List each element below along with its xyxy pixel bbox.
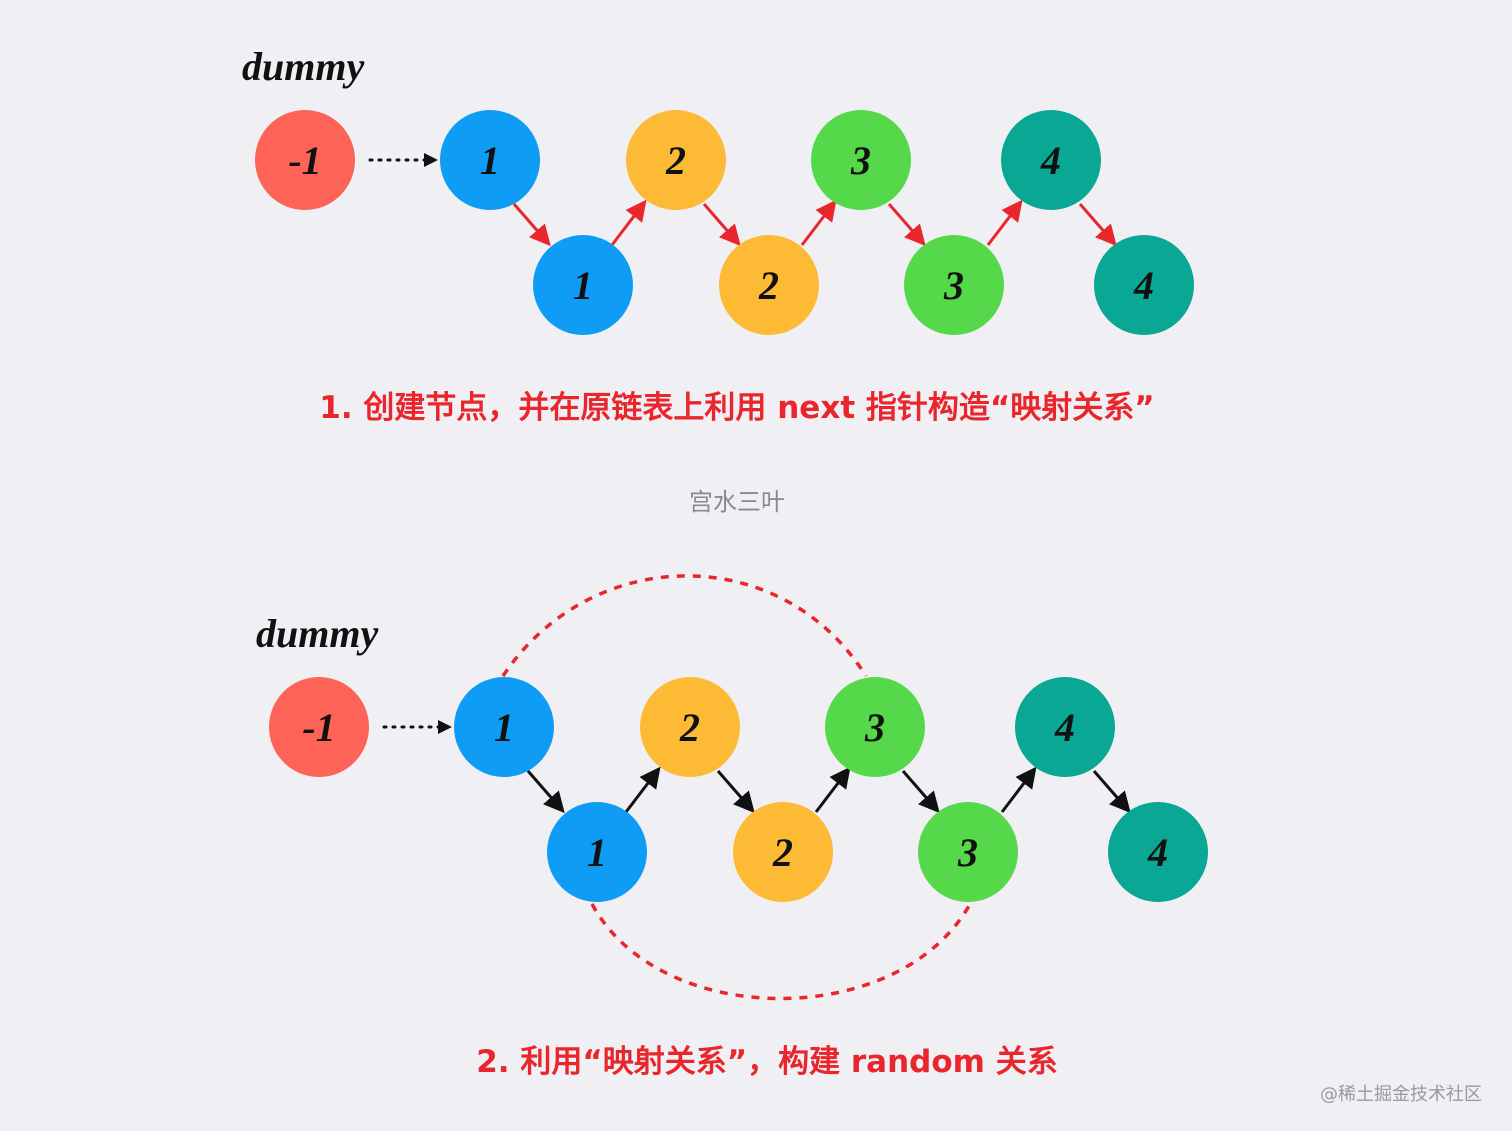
step2-panel: dummy -1 1 1 2 2 3 3 4 4 2. 利用“ xyxy=(256,574,1208,1080)
step2-next-arrow xyxy=(716,770,755,814)
step1-next-arrow xyxy=(702,203,741,247)
step1-original-node-1 xyxy=(440,110,540,210)
step2-random-link-copy xyxy=(590,903,972,1001)
step1-next-arrow xyxy=(1078,203,1117,247)
step1-panel: dummy -1 1 1 2 2 3 3 4 4 1. 创建节点，并在原链表上利… xyxy=(242,44,1194,426)
step2-original-node-1-value: 1 xyxy=(494,705,514,750)
step2-random-link-original xyxy=(501,574,868,677)
step2-copy-node-2 xyxy=(733,802,833,902)
step1-dummy-label: dummy xyxy=(242,44,364,89)
site-footer: @稀土掘金技术社区 xyxy=(1320,1084,1482,1105)
step2-copy-node-1-value: 1 xyxy=(587,830,607,875)
step1-original-node-3-value: 3 xyxy=(850,138,871,183)
step2-copy-node-4-value: 4 xyxy=(1147,830,1168,875)
step1-next-arrow xyxy=(986,199,1023,246)
step1-next-arrow xyxy=(800,199,837,246)
step1-copy-node-3 xyxy=(904,235,1004,335)
step1-copy-node-2-value: 2 xyxy=(758,263,779,308)
step2-original-node-4-value: 4 xyxy=(1054,705,1075,750)
step1-next-arrow xyxy=(887,203,926,247)
step1-copy-node-4 xyxy=(1094,235,1194,335)
step1-next-arrow xyxy=(610,199,647,246)
step2-next-arrow xyxy=(814,766,851,813)
step1-dummy-node xyxy=(255,110,355,210)
step1-copy-node-1-value: 1 xyxy=(573,263,593,308)
step1-copy-node-1 xyxy=(533,235,633,335)
step2-copy-node-4 xyxy=(1108,802,1208,902)
step1-dummy-pointer-head xyxy=(424,153,438,167)
step2-original-node-2-value: 2 xyxy=(679,705,700,750)
step1-original-node-3 xyxy=(811,110,911,210)
step2-dummy-label: dummy xyxy=(256,611,378,656)
step2-next-arrow xyxy=(1092,770,1131,814)
step2-copy-node-1 xyxy=(547,802,647,902)
step1-caption: 1. 创建节点，并在原链表上利用 next 指针构造“映射关系” xyxy=(319,390,1154,426)
step1-original-node-2-value: 2 xyxy=(665,138,686,183)
step1-copy-node-3-value: 3 xyxy=(943,263,964,308)
step2-original-node-3 xyxy=(825,677,925,777)
step2-copy-node-3-value: 3 xyxy=(957,830,978,875)
step1-original-node-1-value: 1 xyxy=(480,138,500,183)
step2-original-node-4 xyxy=(1015,677,1115,777)
step2-dummy-node xyxy=(269,677,369,777)
step2-next-arrow xyxy=(901,770,940,814)
step1-next-arrow xyxy=(512,203,551,247)
step2-next-arrow xyxy=(1000,766,1037,813)
step1-copy-node-2 xyxy=(719,235,819,335)
step2-copy-node-3 xyxy=(918,802,1018,902)
author-watermark: 宫水三叶 xyxy=(689,488,785,516)
step2-next-arrow xyxy=(526,770,565,814)
step1-original-node-4 xyxy=(1001,110,1101,210)
step1-copy-node-4-value: 4 xyxy=(1133,263,1154,308)
step2-original-node-1 xyxy=(454,677,554,777)
step2-dummy-pointer-head xyxy=(438,720,452,734)
step2-next-arrow xyxy=(624,766,661,813)
step2-copy-node-2-value: 2 xyxy=(772,830,793,875)
step1-dummy-node-value: -1 xyxy=(288,138,321,183)
step2-original-node-2 xyxy=(640,677,740,777)
step2-caption: 2. 利用“映射关系”，构建 random 关系 xyxy=(476,1044,1058,1080)
step2-dummy-node-value: -1 xyxy=(302,705,335,750)
step1-original-node-2 xyxy=(626,110,726,210)
step1-original-node-4-value: 4 xyxy=(1040,138,1061,183)
step2-original-node-3-value: 3 xyxy=(864,705,885,750)
